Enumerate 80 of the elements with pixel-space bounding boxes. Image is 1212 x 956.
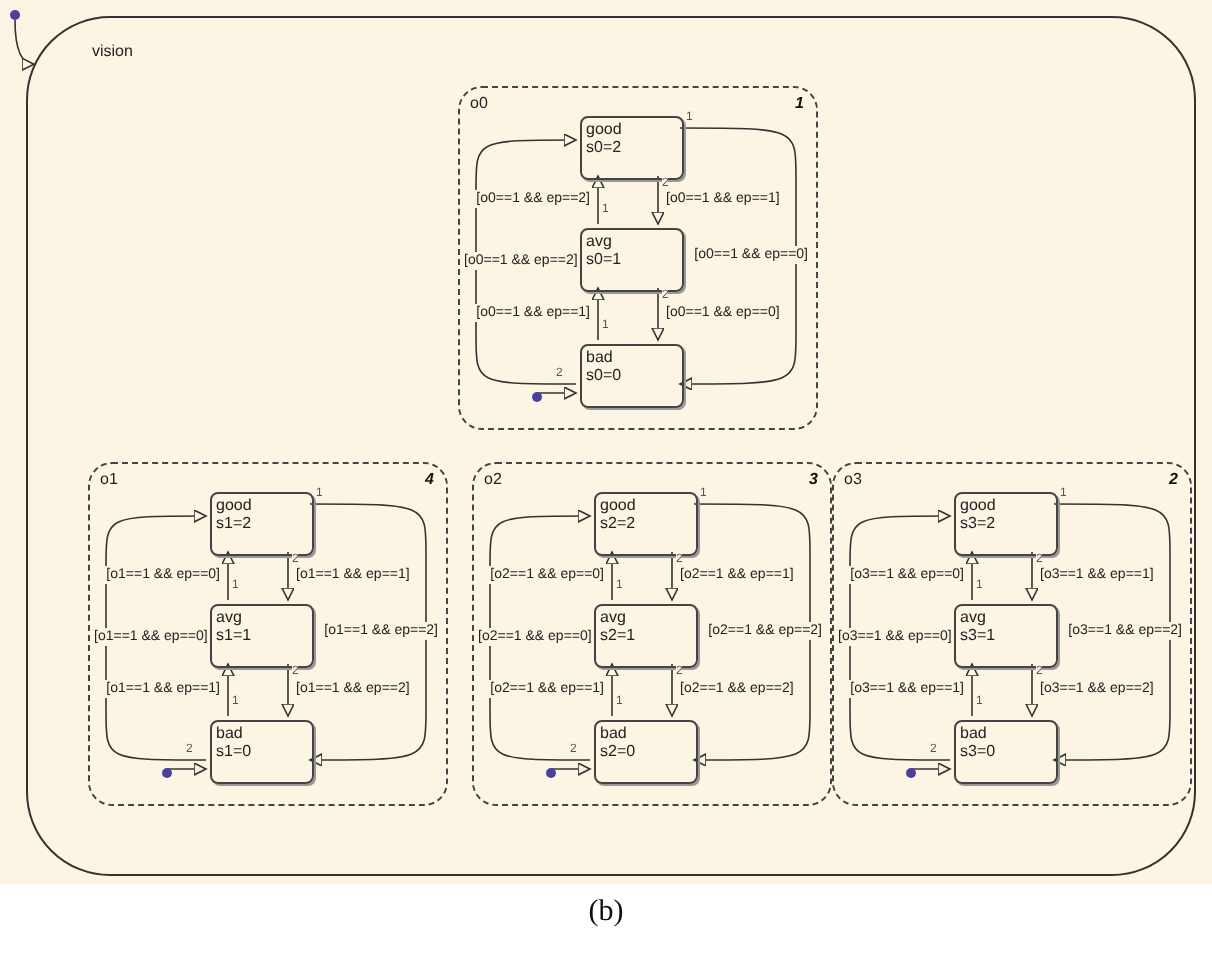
execution-order: 2 (1169, 470, 1178, 488)
state-action: s0=2 (586, 138, 622, 156)
transition-arrow (679, 127, 797, 391)
state-action: s2=0 (600, 742, 636, 760)
state-name: avg (600, 608, 626, 626)
state-action: s1=2 (216, 514, 252, 532)
state-box (580, 116, 684, 180)
default-transition-dot (532, 392, 542, 402)
state-name: bad (216, 724, 243, 742)
transition-arrow (591, 287, 605, 341)
transition-arrow (605, 551, 619, 601)
transition-arrow (221, 551, 235, 601)
transition-arrow (1025, 551, 1039, 601)
state-name: o3 (844, 470, 862, 488)
transition-arrow (651, 175, 665, 225)
transition-arrow (651, 287, 665, 341)
state-box (594, 720, 698, 784)
state-box (954, 492, 1058, 556)
transition-arrow (965, 551, 979, 601)
state-action: s1=1 (216, 626, 252, 644)
state-action: s2=2 (600, 514, 636, 532)
transition-arrow (489, 509, 591, 761)
state-box (210, 604, 314, 668)
transition-arrow (1053, 503, 1171, 767)
transition-arrow (167, 762, 207, 776)
default-transition-dot (546, 768, 556, 778)
state-action: s3=0 (960, 742, 996, 760)
default-transition-dot (906, 768, 916, 778)
transition-arrow (281, 551, 295, 601)
state-box (210, 720, 314, 784)
state-name: avg (216, 608, 242, 626)
state-name: good (216, 496, 252, 514)
figure-caption: (b) (586, 896, 626, 930)
transition-arrow (221, 663, 235, 717)
transition-arrow (1025, 663, 1039, 717)
transition-arrow (475, 133, 577, 385)
state-name: o0 (470, 94, 488, 112)
state-box (954, 720, 1058, 784)
transition-arrow (965, 663, 979, 717)
transition-arrow (14, 19, 35, 70)
default-transition-dot (10, 10, 20, 20)
state-name: good (960, 496, 996, 514)
transition-arrow (665, 551, 679, 601)
transition-arrow (551, 762, 591, 776)
execution-order: 4 (425, 470, 434, 488)
state-box (954, 604, 1058, 668)
transition-arrow (605, 663, 619, 717)
state-name: bad (586, 348, 613, 366)
default-transition-dot (162, 768, 172, 778)
transition-arrow (665, 663, 679, 717)
state-action: s1=0 (216, 742, 252, 760)
state-name: vision (92, 42, 133, 60)
state-action: s2=1 (600, 626, 636, 644)
state-name: avg (960, 608, 986, 626)
state-action: s3=1 (960, 626, 996, 644)
state-box (580, 228, 684, 292)
state-name: o1 (100, 470, 118, 488)
state-name: good (586, 120, 622, 138)
state-name: bad (960, 724, 987, 742)
state-name: avg (586, 232, 612, 250)
state-name: good (600, 496, 636, 514)
transition-arrow (911, 762, 951, 776)
transition-arrow (693, 503, 811, 767)
transition-arrow (105, 509, 207, 761)
state-box (594, 492, 698, 556)
state-action: s3=2 (960, 514, 996, 532)
transition-arrow (537, 386, 577, 400)
transition-arrow (849, 509, 951, 761)
execution-order: 3 (809, 470, 818, 488)
state-box (580, 344, 684, 408)
state-name: o2 (484, 470, 502, 488)
state-action: s0=1 (586, 250, 622, 268)
transition-arrow (591, 175, 605, 225)
transition-arrow (281, 663, 295, 717)
state-box (210, 492, 314, 556)
state-box (594, 604, 698, 668)
transition-arrow (309, 503, 427, 767)
state-name: bad (600, 724, 627, 742)
state-action: s0=0 (586, 366, 622, 384)
execution-order: 1 (795, 94, 804, 112)
